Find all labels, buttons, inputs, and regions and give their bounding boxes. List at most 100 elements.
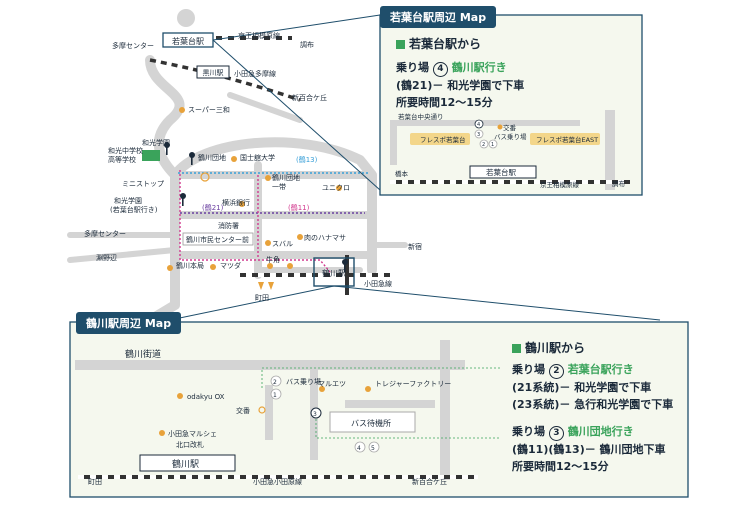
fire-label: 消防署 — [218, 221, 239, 230]
bottom-inset-map — [75, 340, 500, 480]
civic-center-box — [182, 232, 254, 246]
r2-prefix: 乗り場 — [512, 425, 545, 438]
bi-koban-label: 交番 — [236, 406, 250, 415]
odakyu-tama-label: 小田急多摩線 — [234, 69, 276, 78]
r1-dest: 若葉台駅行き — [567, 363, 634, 376]
landmark-dots — [167, 107, 342, 271]
yokohama-bank-label: 横浜銀行 — [222, 198, 250, 207]
top-route-info: 若葉台駅から 乗り場 4 鶴川駅行き (鶴21)－ 和光学園で下車 所要時間12… — [396, 36, 524, 111]
bi-circle-5: 5 — [371, 445, 375, 452]
r1-num: 2 — [548, 364, 564, 379]
callout-top-2 — [212, 39, 381, 191]
kurokawa-station-box — [196, 65, 230, 79]
chofu-label: 調布 — [300, 40, 314, 49]
bi-bus-label: バス乗り場 — [286, 377, 321, 386]
wako-stop-label-a: 和光学園 — [114, 196, 142, 205]
ti-circle-3: 3 — [477, 132, 480, 138]
top-inset-map — [390, 110, 630, 190]
bi-waiting-label: バス待機所 — [351, 418, 391, 428]
main-roads — [67, 55, 408, 325]
machida-label: 町田 — [255, 294, 269, 302]
ti-line-label: 京王相模原線 — [540, 180, 580, 189]
shinjuku-label: 新宿 — [408, 242, 422, 251]
r1-l2: (23系統)－ 急行和光学園で下車 — [512, 398, 674, 411]
ti-shop1-label: フレスポ若葉台 — [420, 135, 466, 144]
bottom-inset-labels: 鶴川街道 odakyu OX 小田急マルシェ 北口改札 交番 バス乗り場 マルエ… — [88, 348, 451, 486]
r2-time: 所要時間12～15分 — [512, 460, 609, 473]
bi-circle-2: 2 — [273, 379, 277, 386]
matsuda-label: マツダ — [220, 261, 241, 270]
bi-marueto-label: マルエツ — [318, 380, 346, 388]
gyukaku-label: 牛角 — [266, 255, 280, 264]
top-route-header: 若葉台駅から — [409, 37, 482, 51]
wako-gakuen-label: 和光学園 — [142, 138, 170, 147]
logo-circle — [177, 9, 195, 27]
green-square-icon-2 — [512, 344, 521, 353]
top-inset-labels: 若葉台中央通り フレスポ若葉台 フレスポ若葉台EAST 交番 バス乗り場 若葉台… — [395, 112, 626, 189]
direction-arrows — [258, 282, 274, 290]
odakyu-line-label: 小田急線 — [364, 279, 392, 288]
ti-circle-4: 4 — [477, 122, 480, 128]
ti-circle-1: 1 — [491, 142, 494, 148]
wako-stop-label-b: (若葉台駅行き) — [110, 205, 158, 214]
bottom-inset-title: 鶴川駅周辺 Map — [76, 312, 182, 334]
bi-marche-label: 小田急マルシェ — [168, 429, 217, 438]
ti-circle-2: 2 — [482, 142, 485, 148]
ti-right-label: 調布 — [612, 179, 626, 188]
ti-koban-label: 交番 — [503, 123, 517, 132]
bi-line-label: 小田急小田原線 — [253, 477, 302, 486]
danchi-1-label-a: 鶴川団地 — [272, 173, 300, 182]
bi-right-label: 新百合ケ丘 — [412, 477, 447, 486]
school-icon — [142, 150, 160, 161]
hanamasa-label: 肉のハナマサ — [304, 233, 346, 242]
callout-top — [212, 14, 381, 41]
wakabadai-station-label: 若葉台駅 — [172, 36, 204, 46]
top-stop-num: 4 — [432, 62, 448, 77]
bi-north-gate-label: 北口改札 — [176, 440, 204, 449]
bus-stop-pins — [164, 142, 348, 272]
r2-num: 3 — [548, 426, 564, 441]
kokushikan-label: 国士舘大学 — [240, 153, 275, 162]
shinyuri-label: 新百合ケ丘 — [292, 93, 327, 102]
r2-dest: 鶴川団地行き — [567, 425, 634, 438]
subaru-label: スバル — [272, 240, 293, 248]
top-inset-box — [379, 14, 643, 196]
top-time: 所要時間12～15分 — [396, 96, 493, 109]
top-dest: 鶴川駅行き — [451, 61, 507, 74]
bi-left-label: 町田 — [88, 478, 102, 486]
tama-center-label-2: 多摩センター — [84, 229, 126, 238]
bi-station-label: 鶴川駅 — [172, 458, 199, 470]
r1-l1: (21系統)－ 和光学園で下車 — [512, 381, 652, 394]
odakyu-tama-line — [149, 58, 301, 102]
ministop-label: ミニストップ — [122, 180, 164, 188]
bi-circle-4: 4 — [357, 445, 361, 452]
bi-circle-3: 3 — [313, 411, 317, 418]
keio-label: 京王相模原線 — [238, 31, 280, 40]
bi-treasure-label: トレジャーファクトリー — [375, 380, 451, 388]
danchi-label: 鶴川団地 — [198, 153, 226, 162]
wako-jhs-label-2: 高等学校 — [108, 155, 136, 164]
bi-kaido-label: 鶴川街道 — [125, 348, 161, 360]
r1-prefix: 乗り場 — [512, 363, 545, 376]
danchi-1-label-b: 一带 — [272, 183, 286, 191]
ti-road-label: 若葉台中央通り — [398, 112, 444, 121]
callout-bottom-2 — [333, 285, 661, 321]
bottom-route-info: 鶴川駅から 乗り場 2 若葉台駅行き (21系統)－ 和光学園で下車 (23系統… — [512, 340, 673, 475]
super-miwa-label: スーパー三和 — [188, 105, 230, 114]
ti-station-label: 若葉台駅 — [486, 167, 516, 177]
tsuru11-label: (鶴11) — [288, 203, 310, 212]
tsuru13-label: (鶴13) — [296, 155, 318, 164]
bus-routes — [178, 170, 370, 273]
kurokawa-label: 黒川駅 — [203, 69, 224, 77]
tsurukawa-station-label: 鶴川駅 — [322, 268, 346, 278]
ti-left-label: 橋本 — [395, 169, 409, 178]
ti-shop2-label: フレスポ若葉台EAST — [536, 135, 598, 144]
tama-center-label-1: 多摩センター — [112, 41, 154, 50]
r2-l1: (鶴11)(鶴13)－ 鶴川団地下車 — [512, 443, 666, 456]
callout-bottom — [169, 285, 335, 321]
odakyu-line-main — [240, 255, 390, 295]
civic-center-label: 鶴川市民センター前 — [186, 235, 249, 244]
bi-circle-1: 1 — [273, 392, 277, 399]
